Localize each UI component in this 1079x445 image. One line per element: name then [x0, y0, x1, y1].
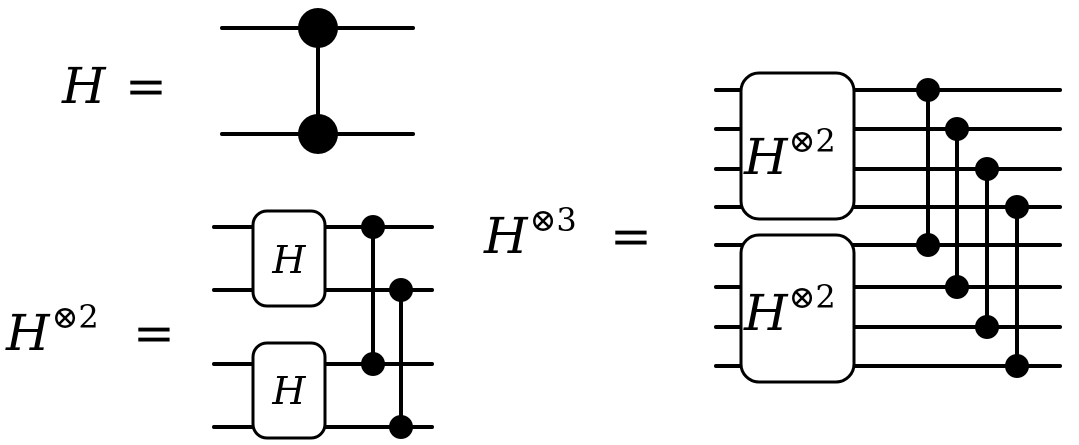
cz-control-dot-top	[298, 8, 338, 48]
h2-gate-bottom: H	[251, 341, 327, 440]
h3-circuit: H⊗2 H⊗2	[714, 71, 1062, 384]
equation-h3: H⊗3 =	[483, 201, 652, 265]
h3-cz-dot	[1005, 354, 1029, 378]
h3-cz-dot	[916, 233, 940, 257]
cz-circuit	[220, 8, 415, 154]
h3-cz-dot	[1005, 195, 1029, 219]
h3-gate-bottom: H⊗2	[739, 233, 856, 384]
h3-cz-dot	[945, 275, 969, 299]
h3-equals: =	[610, 207, 652, 265]
h3-cz-dot	[975, 157, 999, 181]
h3-gate-top: H⊗2	[739, 71, 856, 221]
h2-cz-dot	[389, 415, 413, 439]
h2-cz-dot	[389, 278, 413, 302]
equation-h: H =	[61, 57, 167, 115]
h2-gate-box	[739, 233, 856, 384]
h3-cz-dot	[945, 117, 969, 141]
h2-cz-dot	[361, 215, 385, 239]
h3-cz-dot	[975, 315, 999, 339]
h-gate-label: H	[271, 238, 306, 282]
cz-control-dot-bottom	[298, 114, 338, 154]
h2-cz-dot	[361, 352, 385, 376]
h-gate-box	[251, 341, 327, 440]
h2-circuit: H H	[212, 209, 434, 440]
h3-cz-dot	[916, 78, 940, 102]
h2-gate-label: H⊗2	[743, 278, 836, 342]
h2-gate-label: H⊗2	[743, 122, 836, 186]
h-symbol: H	[61, 57, 107, 115]
h2-equals: =	[133, 304, 175, 362]
h3-symbol: H⊗3	[483, 201, 577, 265]
h-gate-label: H	[271, 369, 306, 413]
h2-symbol: H⊗2	[5, 298, 99, 362]
h-gate-box	[251, 209, 327, 308]
equation-h2: H⊗2 =	[5, 298, 175, 362]
h2-gate-box	[739, 71, 856, 221]
h2-gate-top: H	[251, 209, 327, 308]
h-equals: =	[125, 57, 167, 115]
